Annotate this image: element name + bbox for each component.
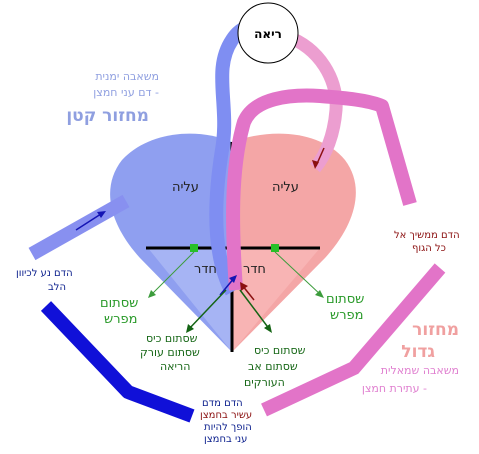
left-atrium-label: עליה xyxy=(172,180,199,195)
left-pump-line1: משאבה שמאלית xyxy=(380,364,459,377)
pointer-av-left xyxy=(274,251,323,297)
exchange-note-line4: עני בחמצן xyxy=(204,434,248,445)
small-circulation-title: מחזור קטן xyxy=(66,106,149,126)
pointer-av-left-head xyxy=(315,290,324,298)
pulmonary-valve-line1: שסתום כיס xyxy=(146,332,198,345)
aortic-valve-line3: העורקים xyxy=(244,376,285,389)
large-circulation-title-line1: מחזור xyxy=(412,320,459,340)
left-ventricle-label: חדר xyxy=(194,262,217,277)
av-valve-right xyxy=(190,244,198,252)
to-heart-note-line1: הדם נע לכיוון xyxy=(16,268,73,279)
right-pump-line2: - דם עני חמצן xyxy=(93,86,159,99)
pointer-pulmonary xyxy=(187,289,227,331)
to-body-note-line2: כל הגוף xyxy=(412,243,446,254)
pulmonary-vein-arrowhead xyxy=(312,160,319,169)
aortic-valve-line2: שסתום אב xyxy=(248,360,298,373)
pointer-av-right-head xyxy=(148,290,156,298)
pulmonary-artery xyxy=(209,19,253,296)
exchange-note-line3: הופך להיות xyxy=(204,422,252,433)
pulmonary-vein xyxy=(283,29,343,173)
exchange-note-line1: הדם מדם xyxy=(202,398,243,409)
aorta xyxy=(226,88,417,291)
systemic-vein xyxy=(40,301,195,423)
pulmonary-valve-line3: הריאה xyxy=(160,360,191,373)
lungs-label: ריאה xyxy=(254,27,282,41)
pointer-aortic-head xyxy=(264,324,272,333)
systemic-artery xyxy=(261,263,446,417)
av-valve-left xyxy=(271,244,279,252)
pulmonary-exit-arrowhead xyxy=(229,275,237,283)
av-valve-left-line1: שסתום xyxy=(326,292,365,307)
right-pump-line1: משאבה ימנית xyxy=(95,70,159,83)
right-atrium-label: עליה xyxy=(272,180,299,195)
aortic-valve-line1: שסתום כיס xyxy=(254,344,306,357)
lungs-circle xyxy=(237,2,299,64)
heart xyxy=(110,133,356,352)
pointer-av-right xyxy=(149,251,195,297)
right-ventricle-area xyxy=(148,248,232,352)
aortic-exit-arrowhead xyxy=(240,282,248,291)
av-valve-left-line2: מפרש xyxy=(330,308,364,323)
pulmonary-valve-line2: שסתום עורק xyxy=(140,346,200,359)
exchange-note-line2: עשיר בחמצן xyxy=(200,410,253,421)
av-valve-right-line1: שסתום xyxy=(100,296,139,311)
flow-arrows xyxy=(75,147,325,301)
valve-pointers xyxy=(148,251,324,333)
left-pump-line2: - עתירת חמצן xyxy=(361,382,427,395)
to-body-note-line1: הדם ממשיך אל xyxy=(394,230,460,241)
to-heart-note-line2: הלב xyxy=(48,282,66,293)
pointer-aortic xyxy=(239,289,271,331)
large-circulation-title-line2: גדול xyxy=(401,342,435,362)
pointer-pulmonary-head xyxy=(186,324,194,333)
av-valve-right-line2: מפרש xyxy=(104,312,138,327)
right-ventricle-label: חדר xyxy=(243,262,266,277)
vena-cava-arrowhead xyxy=(97,211,106,218)
